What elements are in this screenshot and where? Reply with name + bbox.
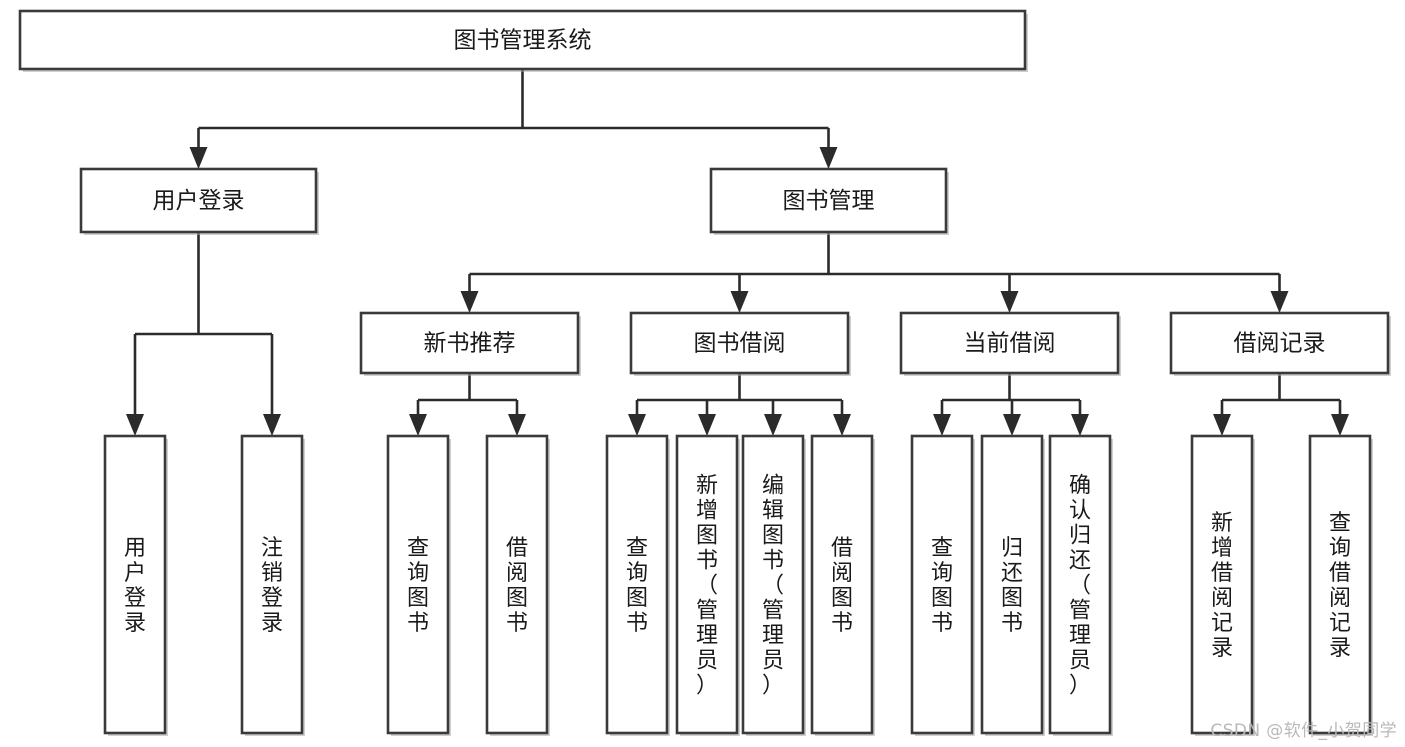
arrow-head-leaf-rec-borrow xyxy=(508,414,526,436)
node-leaf-leaf-rec-query[interactable]: 查询图书 xyxy=(386,434,451,736)
node-rect[interactable] xyxy=(675,434,739,735)
node-label: 编辑图书（管理员） xyxy=(762,474,784,699)
node-rect[interactable] xyxy=(103,434,167,735)
node-label: 借阅记录 xyxy=(1234,331,1326,357)
node-l3-borrow-record[interactable]: 借阅记录 xyxy=(1169,311,1391,376)
node-label: 注销登录 xyxy=(261,536,283,636)
arrow-head-leaf-cb-return xyxy=(1003,414,1021,436)
node-label: 查询图书 xyxy=(931,536,953,636)
node-rect[interactable] xyxy=(605,434,669,735)
node-rect[interactable] xyxy=(485,434,549,735)
node-leaf-leaf-bb-add[interactable]: 新增图书（管理员） xyxy=(675,434,740,736)
arrow-head-leaf-user-login xyxy=(126,414,144,436)
node-l2-user-login[interactable]: 用户登录 xyxy=(79,167,319,235)
node-rect[interactable] xyxy=(1048,434,1112,735)
node-leaf-leaf-user-login[interactable]: 用户登录 xyxy=(103,434,168,736)
node-leaf-leaf-bb-borrow[interactable]: 借阅图书 xyxy=(810,434,875,736)
arrow-head-leaf-rec-query xyxy=(409,414,427,436)
node-leaf-leaf-cb-query[interactable]: 查询图书 xyxy=(910,434,975,736)
node-rect[interactable] xyxy=(1308,434,1372,735)
arrow-head-leaf-bb-borrow xyxy=(833,414,851,436)
node-label: 借阅图书 xyxy=(506,536,528,636)
node-rect[interactable] xyxy=(741,434,805,735)
node-leaf-leaf-cb-confirm[interactable]: 确认归还（管理员） xyxy=(1048,434,1113,736)
node-leaf-leaf-user-logout[interactable]: 注销登录 xyxy=(240,434,305,736)
node-label: 图书管理系统 xyxy=(454,28,592,54)
arrow-head-leaf-br-add xyxy=(1213,414,1231,436)
node-rect[interactable] xyxy=(629,311,850,375)
node-leaf-leaf-bb-edit[interactable]: 编辑图书（管理员） xyxy=(741,434,806,736)
node-leaf-leaf-br-query[interactable]: 查询借阅记录 xyxy=(1308,434,1373,736)
node-label: 当前借阅 xyxy=(964,331,1056,357)
arrow-head-leaf-br-query xyxy=(1331,414,1349,436)
arrow-head-current-borrow xyxy=(1000,291,1019,313)
node-rect[interactable] xyxy=(1169,311,1390,375)
node-root-图书管理系统[interactable]: 图书管理系统 xyxy=(18,9,1028,72)
node-label: 新增图书（管理员） xyxy=(696,474,718,699)
node-leaf-leaf-bb-query[interactable]: 查询图书 xyxy=(605,434,670,736)
node-rect[interactable] xyxy=(18,9,1027,71)
node-label: 借阅图书 xyxy=(831,536,853,636)
node-rect[interactable] xyxy=(810,434,874,735)
node-rect[interactable] xyxy=(899,311,1120,375)
node-rect[interactable] xyxy=(709,167,948,234)
node-l3-book-borrow[interactable]: 图书借阅 xyxy=(629,311,851,376)
node-label: 归还图书 xyxy=(1001,536,1023,636)
arrow-head-leaf-bb-edit xyxy=(764,414,782,436)
node-leaf-leaf-rec-borrow[interactable]: 借阅图书 xyxy=(485,434,550,736)
node-rect[interactable] xyxy=(1190,434,1254,735)
node-label: 用户登录 xyxy=(124,536,146,636)
node-label: 查询图书 xyxy=(626,536,648,636)
node-rect[interactable] xyxy=(980,434,1044,735)
node-label: 新增借阅记录 xyxy=(1211,511,1233,661)
csdn-watermark: CSDN @软件_小贺同学 xyxy=(1210,721,1397,741)
connector-layer xyxy=(126,69,1349,436)
arrow-head-leaf-cb-confirm xyxy=(1071,414,1089,436)
node-rect[interactable] xyxy=(386,434,450,735)
arrow-head-leaf-user-logout xyxy=(263,414,281,436)
arrow-head-book-borrow xyxy=(730,291,749,313)
node-l2-book-manage[interactable]: 图书管理 xyxy=(709,167,949,235)
arrow-head-borrow-record xyxy=(1270,291,1289,313)
node-label: 新书推荐 xyxy=(424,331,516,357)
node-rect[interactable] xyxy=(240,434,304,735)
node-layer: 图书管理系统用户登录图书管理新书推荐图书借阅当前借阅借阅记录用户登录注销登录查询… xyxy=(18,9,1391,736)
node-label: 查询图书 xyxy=(407,536,429,636)
node-rect[interactable] xyxy=(79,167,318,234)
arrow-head-user-login xyxy=(189,147,208,169)
arrow-head-book-manage xyxy=(819,147,838,169)
node-label: 用户登录 xyxy=(153,188,245,214)
arrow-head-leaf-bb-add xyxy=(698,414,716,436)
node-leaf-leaf-cb-return[interactable]: 归还图书 xyxy=(980,434,1045,736)
arrow-head-leaf-bb-query xyxy=(628,414,646,436)
node-label: 查询借阅记录 xyxy=(1329,511,1351,661)
node-l3-new-book-rec[interactable]: 新书推荐 xyxy=(359,311,581,376)
node-leaf-leaf-br-add[interactable]: 新增借阅记录 xyxy=(1190,434,1255,736)
node-label: 图书借阅 xyxy=(694,331,786,357)
node-rect[interactable] xyxy=(910,434,974,735)
node-l3-current-borrow[interactable]: 当前借阅 xyxy=(899,311,1121,376)
node-label: 确认归还（管理员） xyxy=(1069,474,1091,699)
node-label: 图书管理 xyxy=(783,188,875,214)
arrow-head-new-book-rec xyxy=(460,291,479,313)
arrow-head-leaf-cb-query xyxy=(933,414,951,436)
node-rect[interactable] xyxy=(359,311,580,375)
